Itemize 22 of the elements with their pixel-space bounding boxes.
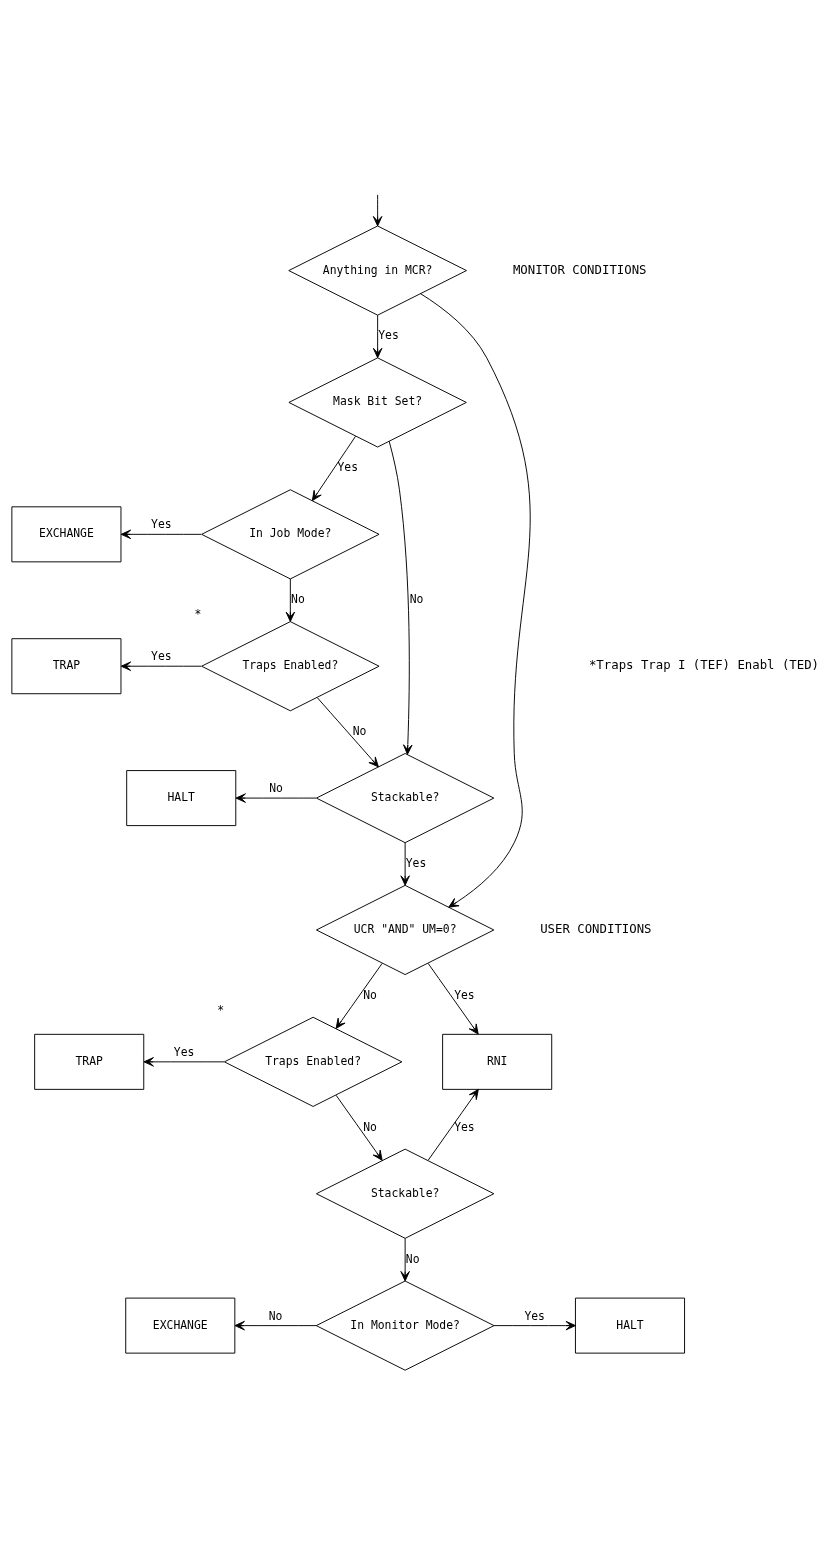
edge-label: Yes xyxy=(454,987,475,1002)
edge-label: Yes xyxy=(524,1308,545,1323)
edge-label: No xyxy=(268,1308,283,1323)
edge-label: No xyxy=(291,591,305,606)
edge-label: No xyxy=(405,1251,420,1266)
node-label: * xyxy=(194,606,202,621)
edge-label: Yes xyxy=(151,516,172,531)
label: *Traps Trap I (TEF) Enabl (TED) xyxy=(588,657,820,672)
edge-label: Yes xyxy=(378,327,399,342)
edge-label: No xyxy=(363,987,377,1002)
edge-label: Yes xyxy=(173,1044,195,1059)
edge-label: Yes xyxy=(405,855,427,870)
edge-label: Yes xyxy=(337,459,359,474)
label: MONITOR CONDITIONS xyxy=(512,262,647,277)
edge-label: No xyxy=(352,723,367,738)
edge-label: No xyxy=(269,780,283,795)
edge-label: No xyxy=(409,591,424,606)
edge-label: No xyxy=(363,1119,377,1134)
node-label: * xyxy=(217,1002,225,1017)
label: USER CONDITIONS xyxy=(540,921,652,936)
edge-label: Yes xyxy=(454,1119,475,1134)
edge-label: Yes xyxy=(151,648,172,663)
